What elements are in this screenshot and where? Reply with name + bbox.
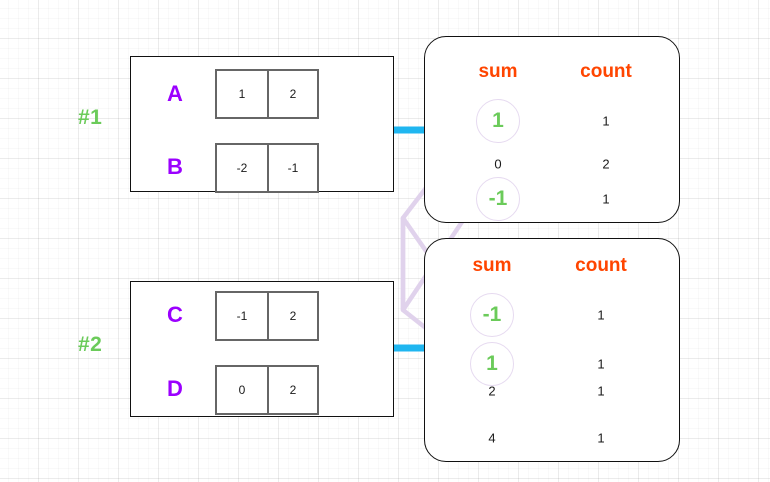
- summary-table-1: sum count 1 1 0 2 -1 1: [424, 36, 680, 223]
- cell-value: 1: [238, 87, 246, 101]
- sum-value: 1: [486, 352, 498, 375]
- row-letter-b: B: [167, 154, 183, 179]
- count-value: 1: [597, 383, 605, 399]
- cell-value: -1: [267, 145, 317, 191]
- cell-value: -2: [236, 161, 248, 175]
- sum-value: 2: [488, 383, 496, 399]
- count-value: 1: [602, 191, 610, 207]
- input-panel-2: C -1 2 D 0 2: [130, 281, 394, 417]
- column-header-count: count: [575, 255, 627, 276]
- value-pair-a: 1 2: [215, 69, 319, 119]
- sum-value: 1: [492, 109, 504, 132]
- count-value: 1: [597, 430, 605, 446]
- cell-value: 0: [238, 383, 246, 397]
- row-letter-d: D: [167, 376, 183, 401]
- cell-value: 2: [267, 71, 317, 117]
- input-panel-1: A 1 2 B -2 -1: [130, 56, 394, 193]
- count-value: 2: [602, 156, 610, 172]
- count-value: 1: [597, 307, 605, 323]
- summary-table-2: sum count -1 1 1 1 2 1 4 1: [424, 238, 680, 462]
- value-pair-c: -1 2: [215, 291, 319, 341]
- cell-value: -1: [236, 309, 248, 323]
- sum-value: 0: [494, 156, 502, 172]
- cell-value: 2: [267, 293, 317, 339]
- row-letter-a: A: [167, 81, 183, 106]
- row-letter-c: C: [167, 302, 183, 327]
- value-pair-b: -2 -1: [215, 143, 319, 193]
- column-header-count: count: [580, 61, 632, 82]
- value-pair-d: 0 2: [215, 365, 319, 415]
- sum-value: -1: [488, 187, 508, 210]
- sum-value: -1: [482, 303, 502, 326]
- group-label-2: #2: [78, 333, 103, 356]
- count-value: 1: [597, 356, 605, 372]
- group-label-1: #1: [78, 106, 103, 129]
- sum-value: 4: [488, 430, 496, 446]
- column-header-sum: sum: [472, 255, 512, 276]
- column-header-sum: sum: [478, 61, 518, 82]
- count-value: 1: [602, 113, 610, 129]
- cell-value: 2: [267, 367, 317, 413]
